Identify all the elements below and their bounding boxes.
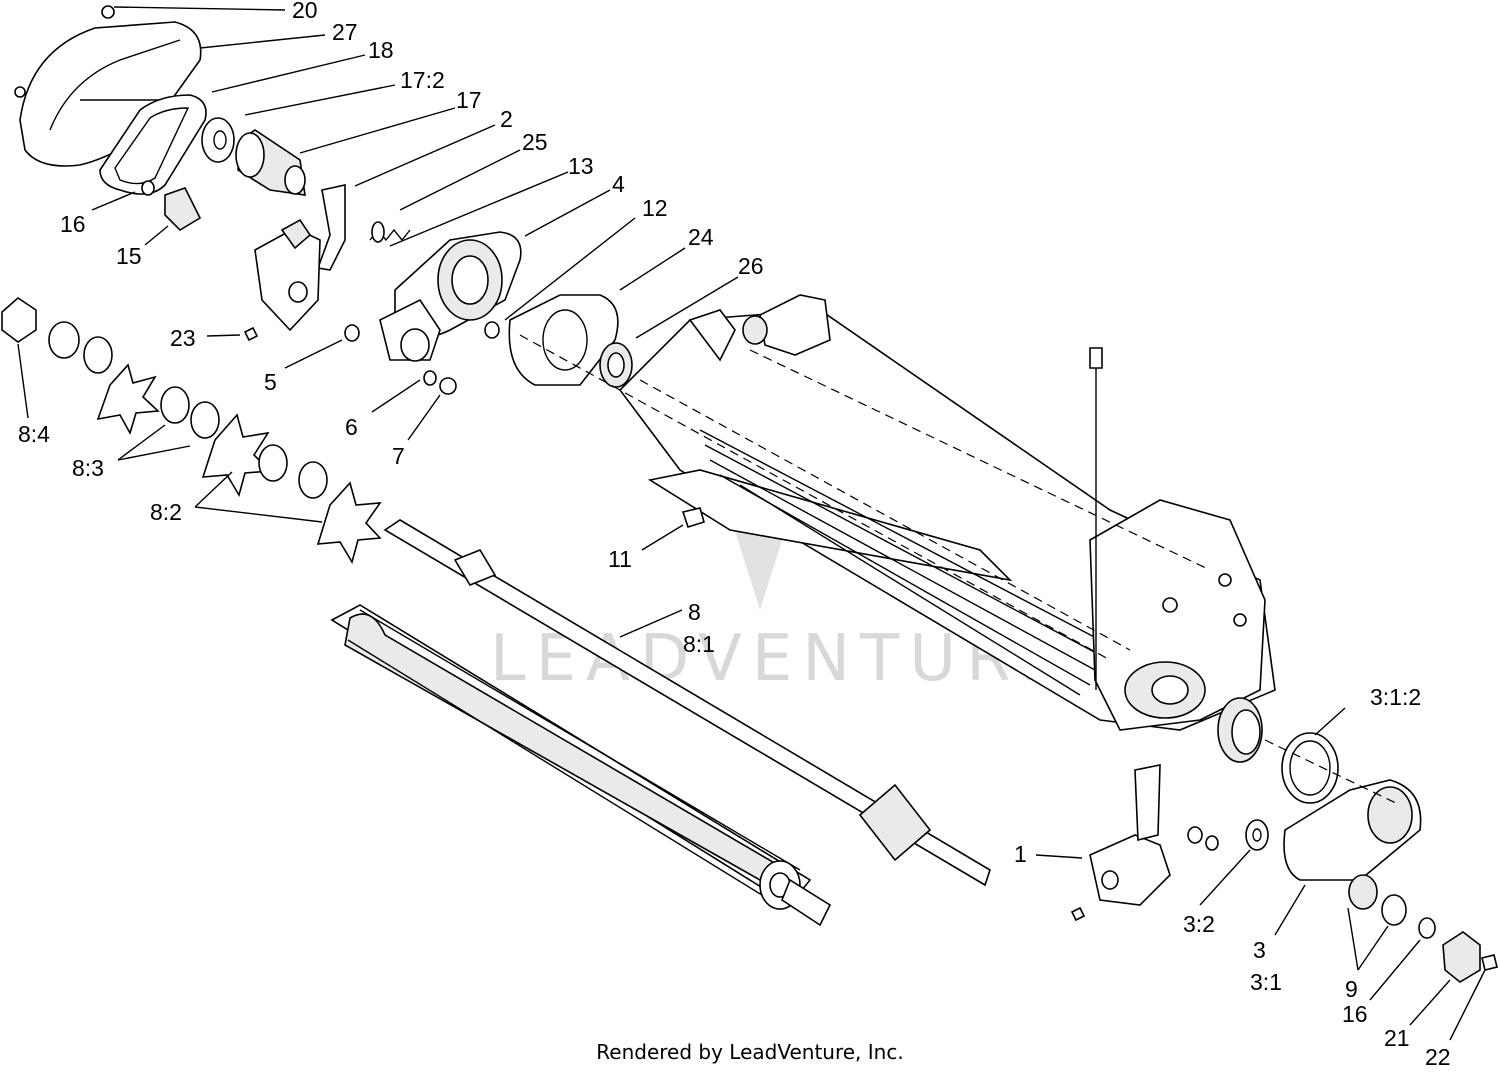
- right-side-parts: [1070, 697, 1498, 983]
- reel-frame: [519, 294, 1276, 731]
- render-credit: Rendered by LeadVenture, Inc.: [596, 1040, 904, 1064]
- callout-8-2: 8:2: [150, 499, 182, 525]
- callout-21: 21: [1384, 1025, 1410, 1051]
- callout-9: 9: [1345, 976, 1358, 1002]
- callout-8-4: 8:4: [18, 421, 50, 447]
- callout-16-right: 16: [1342, 1001, 1368, 1027]
- callout-5: 5: [264, 369, 277, 395]
- callout-4: 4: [612, 171, 625, 197]
- side-plate-assembly: [243, 218, 522, 395]
- callout-20: 20: [292, 0, 318, 23]
- callout-8-1: 8:1: [683, 631, 715, 657]
- callout-17: 17: [456, 87, 482, 113]
- shaft-ring-group: [1, 296, 991, 887]
- callout-15: 15: [116, 243, 142, 269]
- callout-3: 3: [1253, 937, 1266, 963]
- callout-16-left: 16: [60, 211, 86, 237]
- callout-8-3: 8:3: [72, 455, 104, 481]
- callout-2: 2: [500, 106, 513, 132]
- callout-26: 26: [738, 253, 764, 279]
- callout-3-2: 3:2: [1183, 911, 1215, 937]
- cover-assembly: [14, 5, 411, 271]
- callout-12: 12: [642, 195, 668, 221]
- callout-1: 1: [1014, 841, 1027, 867]
- callout-labels: 20 27 18 17:2 17 2 25 13 4 12 24 26 16 1…: [18, 0, 1451, 1070]
- roller: [330, 604, 832, 927]
- callout-13: 13: [568, 153, 594, 179]
- callout-24: 24: [688, 224, 714, 250]
- leader-lines: [17, 6, 1486, 1041]
- callout-11: 11: [608, 546, 632, 572]
- callout-22: 22: [1425, 1044, 1451, 1070]
- callout-17-2: 17:2: [400, 67, 445, 93]
- callout-25: 25: [522, 129, 548, 155]
- callout-23: 23: [170, 325, 196, 351]
- callout-8: 8: [688, 599, 701, 625]
- callout-27: 27: [332, 19, 358, 45]
- callout-7: 7: [392, 443, 405, 469]
- callout-3-1-2: 3:1:2: [1370, 684, 1421, 710]
- callout-6: 6: [345, 414, 358, 440]
- callout-18: 18: [368, 37, 394, 63]
- bearing-seal-group: [508, 294, 633, 388]
- callout-3-1: 3:1: [1250, 969, 1282, 995]
